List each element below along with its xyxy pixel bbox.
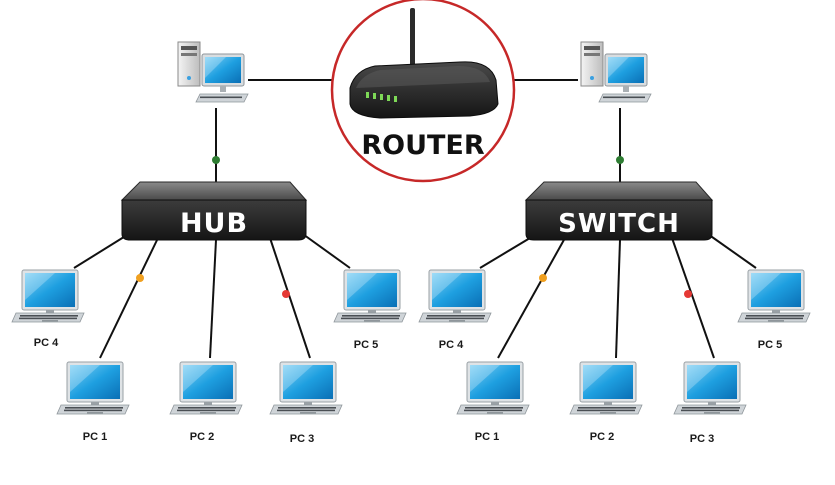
pc-label: PC 3: [290, 433, 314, 445]
pc-label: PC 4: [34, 337, 59, 349]
left-server-computer: [177, 41, 249, 103]
link-hub-pc3: [269, 237, 311, 359]
laptop-icon: [456, 361, 530, 415]
hub-pc4: PC 4: [11, 269, 85, 349]
switch-device: SWITCH: [524, 181, 714, 241]
switch-pc4: PC 4: [418, 269, 492, 351]
hub-pc1: PC 1: [56, 361, 130, 443]
link-switch-pc2: [615, 239, 621, 359]
dot-switch-pc1: [539, 274, 547, 282]
switch-pc3: PC 3: [673, 361, 747, 445]
pc-label: PC 2: [590, 431, 614, 443]
link-switch-pc1: [497, 237, 566, 359]
desktop-icon: [580, 41, 652, 103]
pc-label: PC 4: [439, 339, 464, 351]
laptop-icon: [56, 361, 130, 415]
link-hub-pc4: [73, 231, 133, 269]
dot-switch-pc3: [684, 290, 692, 298]
pc-label: PC 5: [354, 339, 378, 351]
pc-label: PC 3: [690, 433, 714, 445]
laptop-icon: [418, 269, 492, 323]
hub-device: HUB: [120, 181, 308, 241]
switch-pc5: PC 5: [737, 269, 811, 351]
pc-label: PC 2: [190, 431, 214, 443]
right-server-computer: [580, 41, 652, 103]
hub-pc3: PC 3: [269, 361, 343, 445]
switch-label: SWITCH: [558, 209, 680, 239]
pc-label: PC 1: [83, 431, 107, 443]
link-switch-pc5: [704, 231, 757, 269]
pc-label: PC 5: [758, 339, 782, 351]
dot-hub-pc3: [282, 290, 290, 298]
laptop-icon: [269, 361, 343, 415]
dot-left-uplink: [212, 156, 220, 164]
switch-pc1: PC 1: [456, 361, 530, 443]
dot-hub-pc1: [136, 274, 144, 282]
laptop-icon: [333, 269, 407, 323]
link-hub-pc2: [209, 239, 217, 359]
desktop-icon: [177, 41, 249, 103]
pc-label: PC 1: [475, 431, 499, 443]
dot-right-uplink: [616, 156, 624, 164]
link-switch-pc3: [671, 237, 715, 359]
laptop-icon: [169, 361, 243, 415]
router-node: ROUTER: [330, 0, 516, 183]
router-label: ROUTER: [361, 130, 485, 161]
switch-pc2: PC 2: [569, 361, 643, 443]
laptop-icon: [11, 269, 85, 323]
link-hub-pc1: [99, 237, 159, 359]
link-hub-pc5: [299, 231, 351, 269]
hub-pc5: PC 5: [333, 269, 407, 351]
router-icon: [349, 8, 499, 119]
laptop-icon: [673, 361, 747, 415]
hub-label: HUB: [180, 208, 248, 239]
hub-pc2: PC 2: [169, 361, 243, 443]
laptop-icon: [569, 361, 643, 415]
links: [73, 79, 757, 359]
laptop-icon: [737, 269, 811, 323]
link-dots: [136, 156, 692, 298]
